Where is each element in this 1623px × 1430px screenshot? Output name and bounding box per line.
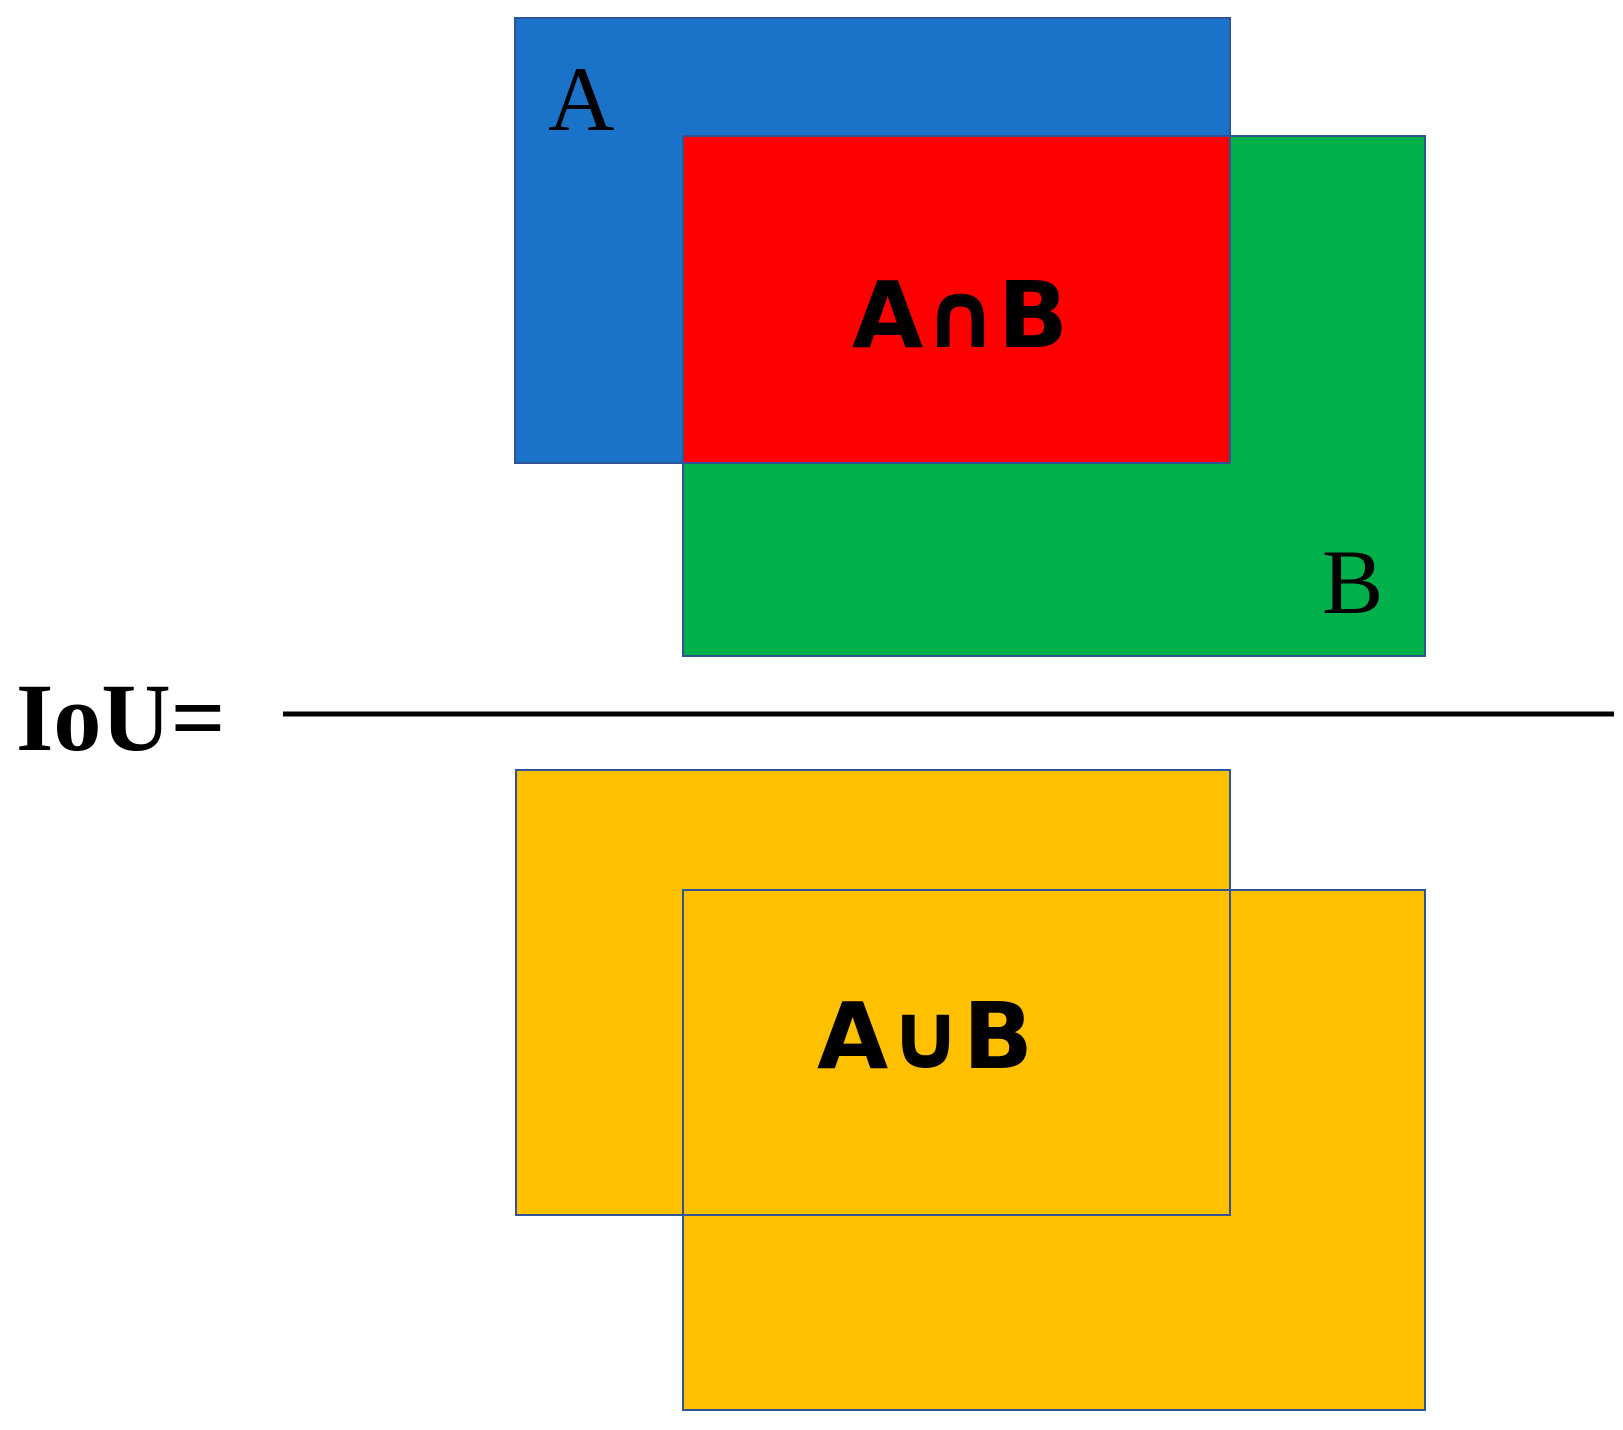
box-a-label: A	[548, 48, 614, 150]
union-box-a-outline	[515, 769, 1231, 1216]
union-label: A∪B	[817, 983, 1033, 1090]
intersection-region	[682, 135, 1231, 464]
box-b-label: B	[1322, 531, 1383, 633]
union-box-b	[682, 889, 1426, 1411]
iou-equals-label: IoU=	[16, 664, 225, 771]
intersection-label: A∩B	[852, 262, 1068, 369]
